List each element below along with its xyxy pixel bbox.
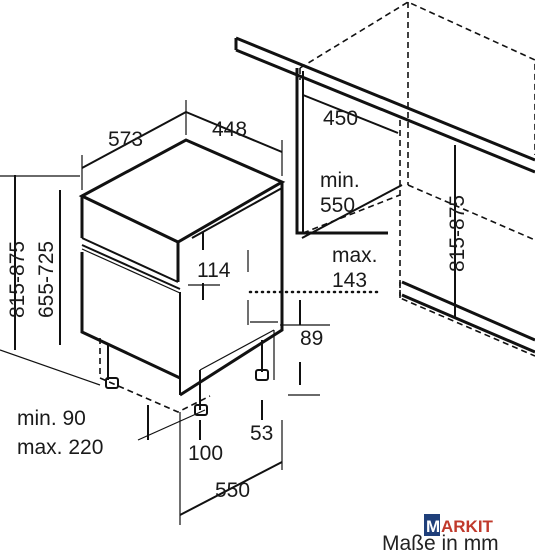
dim-plinth-gap: 89 [300, 327, 323, 350]
countertop [234, 36, 535, 235]
dim-niche-min-value: 550 [320, 194, 355, 217]
dim-width-depth: 573 [108, 128, 143, 151]
dim-panel-max-value: 143 [332, 269, 367, 292]
dimension-lines [0, 94, 456, 525]
units-note: Maße in mm [382, 532, 499, 550]
kitchen-floor [401, 280, 535, 354]
niche-dashed-outline [299, 1, 535, 357]
dim-appliance-depth: 550 [215, 479, 250, 502]
dim-panel-max-label: max. [332, 244, 378, 267]
watermark-box [424, 514, 440, 536]
dim-body-height: 655-725 [35, 241, 58, 318]
markit-watermark: M ARKIT [424, 514, 494, 536]
dishwasher-body [78, 138, 286, 397]
dim-foot-offset: 100 [188, 442, 223, 465]
watermark-text: ARKIT [441, 517, 494, 536]
dim-plinth-height: 53 [250, 422, 273, 445]
dim-niche-min-label: min. [320, 169, 360, 192]
dim-plinth-depth-min: min. 90 [17, 407, 86, 430]
dim-niche-depth: 450 [323, 107, 358, 130]
watermark-letter: M [426, 517, 440, 536]
dim-plinth-depth-max: max. 220 [17, 436, 103, 459]
dim-width-front: 448 [212, 118, 247, 141]
dim-panel-height: 114 [197, 259, 231, 282]
dishwasher-plinth [99, 338, 269, 416]
dim-niche-height: 815-875 [446, 195, 469, 272]
dim-total-height: 815-875 [6, 241, 29, 318]
